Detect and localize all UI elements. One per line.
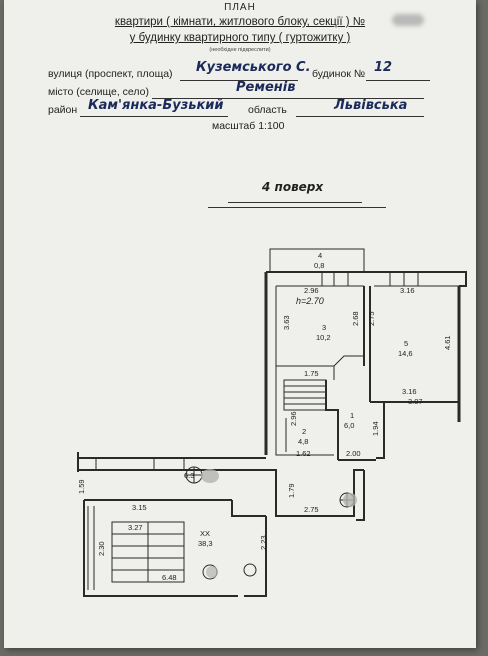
dim-3-63: 3.63	[282, 315, 291, 330]
blur-mark-1	[201, 469, 219, 483]
dim-2-96-vertical: 2.96	[289, 411, 298, 426]
street-value: Куземського С.	[196, 60, 311, 75]
dim-3-16-top: 3.16	[400, 286, 415, 295]
room-2-area: 4,8	[298, 437, 308, 446]
region-underline	[296, 116, 424, 117]
dim-1-75: 1.75	[304, 369, 319, 378]
stair-small	[283, 379, 327, 411]
dim-2-30: 2.30	[97, 541, 106, 556]
dim-2-75-corridor: 2.75	[304, 505, 319, 514]
house-underline	[366, 80, 430, 81]
dim-3-15: 3.15	[132, 503, 147, 512]
house-label: будинок №	[312, 68, 366, 80]
street-underline	[180, 80, 298, 81]
dim-1-59: 1.59	[77, 479, 86, 494]
dim-2-23: 2.23	[259, 535, 268, 550]
room-3-area: 10,2	[316, 333, 331, 342]
room-xx-area: 38,3	[198, 539, 213, 548]
city-label: місто (селище, село)	[48, 86, 149, 98]
dim-2-75: 2.75	[367, 311, 376, 326]
region-value: Львівська	[334, 98, 408, 113]
dim-1-94: 1.94	[371, 421, 380, 436]
balcony-number: 4	[318, 251, 322, 260]
redacted-apartment-number	[392, 14, 424, 26]
dim-2-68: 2.68	[351, 311, 360, 326]
room-5-number: 5	[404, 339, 408, 348]
dim-3-16-bottom: 3.16	[402, 387, 417, 396]
header-line-1: квартири ( кімнати, житлового блоку, сек…	[114, 16, 366, 28]
dim-3-07: 3.07	[408, 397, 423, 406]
blur-mark-3	[206, 566, 218, 578]
district-value: Кам'янка-Бузький	[88, 98, 224, 113]
room-5-area: 14,6	[398, 349, 413, 358]
plan-title: ПЛАН	[224, 2, 256, 13]
height-note: h=2.70	[296, 296, 324, 306]
floor-plan: 4 0,8 2.96 3.16 h=2.70 3.63 2.68 2.75 3 …	[77, 248, 467, 597]
floor-underline-1	[228, 202, 362, 203]
city-value: Ременів	[236, 80, 296, 95]
city-underline	[152, 98, 424, 99]
document-sheet: ПЛАН квартири ( кімнати, житлового блоку…	[4, 0, 476, 648]
floor-label: 4 поверх	[262, 180, 324, 194]
dim-2-96: 2.96	[304, 286, 319, 295]
dim-1-62: 1.62	[296, 449, 311, 458]
room-xx-number: XX	[200, 529, 210, 538]
dim-3-27: 3.27	[128, 523, 143, 532]
circle-mark-4	[243, 563, 257, 577]
balcony-area: 0,8	[314, 261, 324, 270]
header-hint: (необхідне підкреслити)	[209, 47, 271, 53]
dim-1-79: 1.79	[287, 483, 296, 498]
scale-label: масштаб 1:100	[212, 120, 285, 132]
region-label: область	[248, 104, 287, 116]
room-1-number: 1	[350, 411, 354, 420]
street-label: вулиця (проспект, площа)	[48, 68, 173, 80]
district-underline	[80, 116, 228, 117]
header-line-2: у будинку квартирного типу ( гуртожитку …	[129, 32, 351, 44]
room-1-area: 6,0	[344, 421, 354, 430]
floor-underline-2	[208, 207, 386, 208]
blur-mark-2	[343, 493, 357, 507]
district-label: район	[48, 104, 78, 116]
room-2-number: 2	[302, 427, 306, 436]
room-3-number: 3	[322, 323, 326, 332]
dim-6-3: 6.3	[184, 471, 194, 480]
dim-6-48: 6.48	[162, 573, 177, 582]
dim-2-00: 2.00	[346, 449, 361, 458]
house-value: 12	[374, 60, 393, 75]
dim-4-61: 4.61	[443, 335, 452, 350]
